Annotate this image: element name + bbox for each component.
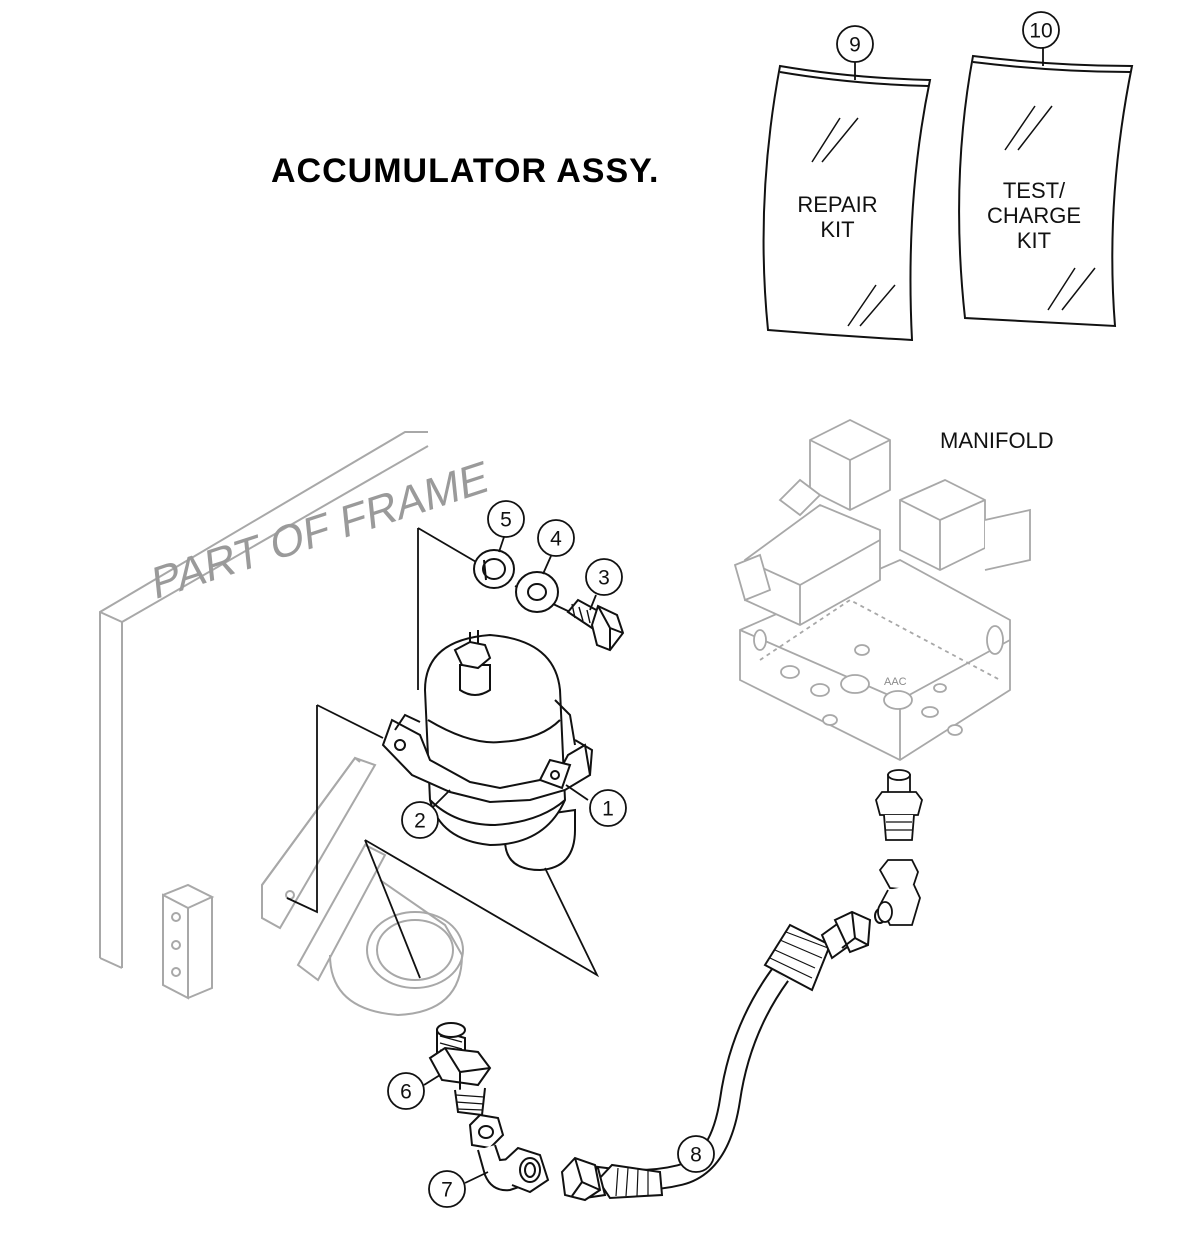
diagram-title: ACCUMULATOR ASSY. bbox=[271, 152, 660, 190]
callout-1-number: 1 bbox=[602, 798, 614, 821]
repair-kit-label: REPAIR KIT bbox=[797, 192, 878, 242]
hose-assembly bbox=[560, 908, 886, 1202]
callout-5: 5 bbox=[487, 500, 525, 553]
flat-washer bbox=[515, 571, 559, 613]
manifold-label: MANIFOLD bbox=[940, 428, 1054, 453]
callout-3: 3 bbox=[585, 558, 623, 611]
callout-10-number: 10 bbox=[1029, 20, 1052, 43]
callout-8: 8 bbox=[677, 1135, 715, 1173]
callout-9-number: 9 bbox=[849, 34, 861, 57]
callout-6: 6 bbox=[387, 1072, 441, 1110]
lock-washer bbox=[473, 549, 515, 589]
callout-5-number: 5 bbox=[500, 509, 512, 532]
port-label: AAC bbox=[884, 676, 907, 688]
test-charge-kit-label: TEST/ CHARGE KIT bbox=[986, 178, 1082, 253]
callout-7-number: 7 bbox=[441, 1179, 453, 1202]
callout-2-number: 2 bbox=[414, 810, 426, 833]
callout-4: 4 bbox=[537, 519, 575, 575]
accumulator-assembly bbox=[381, 630, 594, 872]
straight-adapter bbox=[428, 1022, 492, 1117]
test-charge-kit-bag bbox=[958, 54, 1134, 328]
callout-4-number: 4 bbox=[550, 528, 562, 551]
manifold-elbow bbox=[877, 859, 921, 926]
callout-6-number: 6 bbox=[400, 1081, 412, 1104]
elbow-fitting bbox=[468, 1113, 550, 1194]
callout-2: 2 bbox=[401, 789, 451, 839]
callout-8-number: 8 bbox=[690, 1144, 702, 1167]
callout-7: 7 bbox=[428, 1170, 489, 1208]
callout-3-number: 3 bbox=[598, 567, 610, 590]
repair-kit-bag bbox=[762, 64, 932, 342]
hex-bolt bbox=[566, 598, 625, 652]
callout-9: 9 bbox=[836, 25, 874, 80]
callout-1: 1 bbox=[565, 784, 627, 827]
frame-ghost bbox=[99, 431, 464, 1017]
manifold-adapter bbox=[875, 769, 923, 841]
manifold-ghost bbox=[733, 418, 1031, 762]
callout-10: 10 bbox=[1022, 11, 1060, 66]
